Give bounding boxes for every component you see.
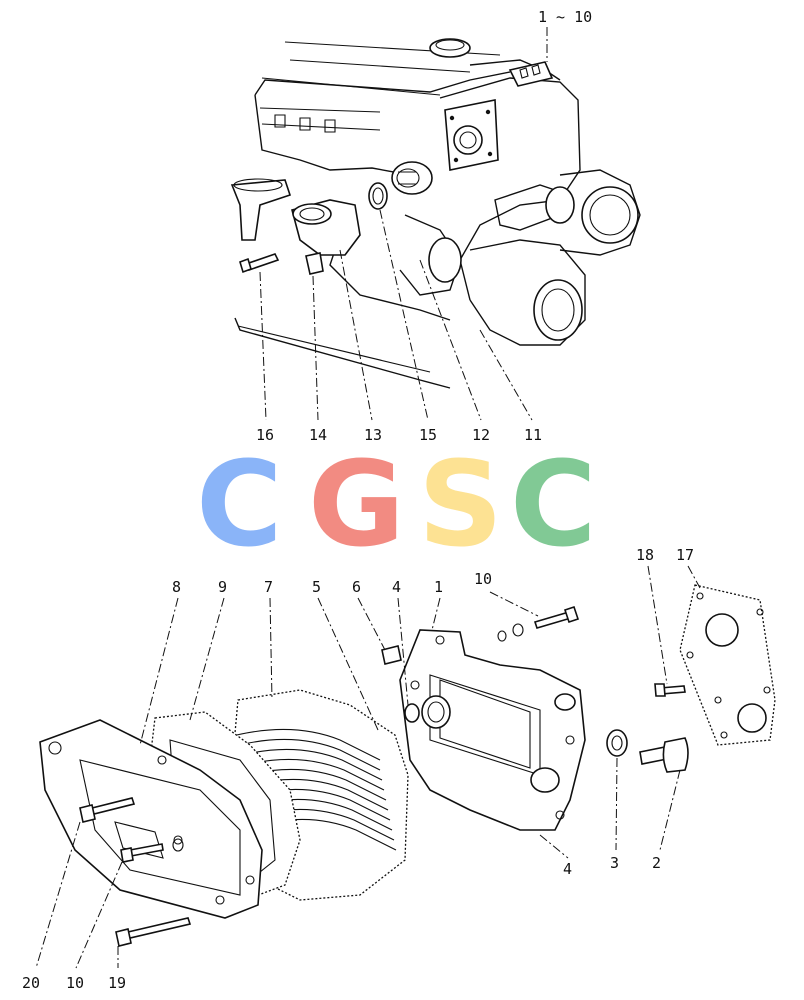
- watermark-letter-c1: C: [196, 435, 283, 573]
- callout-5: 5: [312, 578, 321, 596]
- callout-4-top: 4: [392, 578, 401, 596]
- callout-17: 17: [676, 546, 694, 564]
- callout-10-top: 10: [474, 570, 492, 588]
- callout-18: 18: [636, 546, 654, 564]
- callout-12: 12: [472, 426, 490, 444]
- callout-20: 20: [22, 974, 40, 992]
- callout-19: 19: [108, 974, 126, 992]
- callout-8: 8: [172, 578, 181, 596]
- label-range-1-10: 1 ~ 10: [538, 8, 592, 26]
- callout-7: 7: [264, 578, 273, 596]
- callout-9: 9: [218, 578, 227, 596]
- callout-10-bottom: 10: [66, 974, 84, 992]
- callout-16: 16: [256, 426, 274, 444]
- callout-14: 14: [309, 426, 327, 444]
- watermark-letter-g: G: [308, 435, 405, 573]
- oil-cooler-assembly: [35, 565, 776, 969]
- callout-6: 6: [352, 578, 361, 596]
- callout-11: 11: [524, 426, 542, 444]
- callout-4-bottom: 4: [563, 860, 572, 878]
- callout-2: 2: [652, 854, 661, 872]
- cgsc-watermark: C G S C: [196, 435, 597, 573]
- engine-head-assembly: [230, 27, 641, 421]
- callout-1: 1: [434, 578, 443, 596]
- callout-3: 3: [610, 854, 619, 872]
- callout-13: 13: [364, 426, 382, 444]
- watermark-letter-s: S: [418, 435, 503, 573]
- callout-15: 15: [419, 426, 437, 444]
- watermark-letter-c2: C: [510, 435, 597, 573]
